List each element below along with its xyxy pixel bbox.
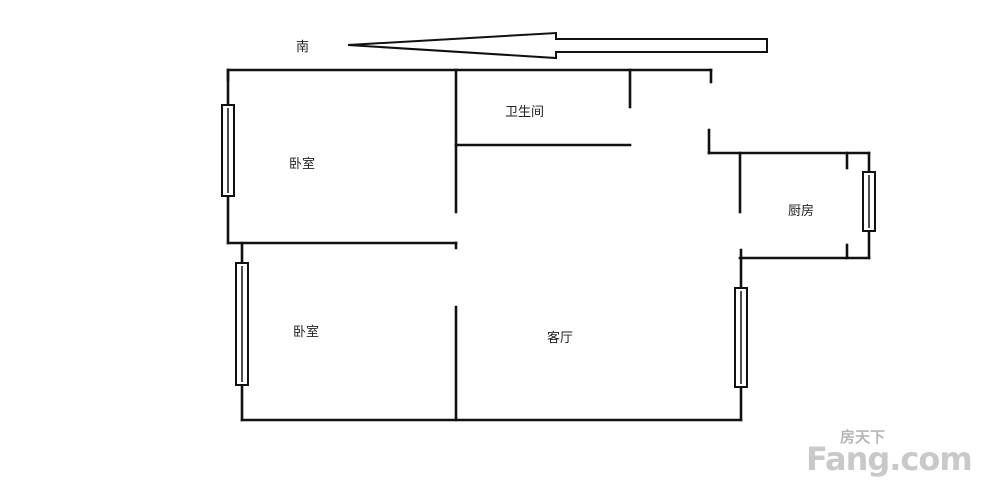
room-label-bathroom: 卫生间 (505, 105, 544, 120)
west-arrow-icon (347, 31, 768, 60)
room-label-living-room: 客厅 (547, 330, 573, 346)
room-label-kitchen: 厨房 (788, 203, 814, 219)
room-label-bedroom-top: 卧室 (289, 156, 315, 172)
watermark-logo: 房天下 Fang.com (806, 428, 973, 478)
window-lower-bedroom (235, 262, 249, 386)
room-label-bedroom-bottom: 卧室 (293, 324, 319, 340)
window-living-room (734, 287, 748, 388)
direction-label: 南 (296, 39, 309, 55)
watermark-cn: 房天下 (840, 428, 885, 446)
window-kitchen (862, 171, 876, 232)
walls (226, 68, 871, 422)
window-upper-bedroom (221, 104, 235, 197)
watermark-en: Fang.com (806, 440, 972, 478)
